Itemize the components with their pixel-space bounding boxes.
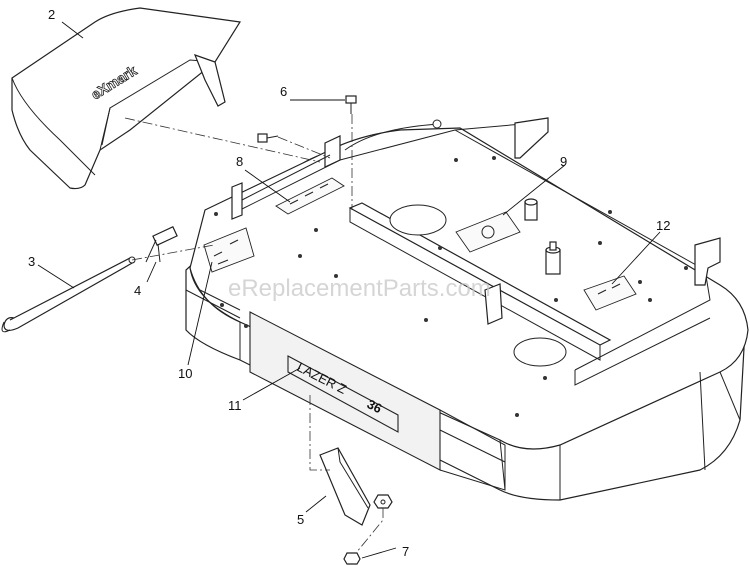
callout-8: 8 — [236, 154, 243, 169]
leader-lines — [37, 21, 661, 559]
callout-6: 6 — [280, 84, 287, 99]
callout-4: 4 — [134, 283, 141, 298]
callout-3: 3 — [28, 254, 35, 269]
discharge-chute: eXmark — [11, 7, 241, 190]
decal-8 — [275, 177, 345, 215]
decal-9 — [455, 211, 521, 253]
deflector-bracket — [319, 447, 371, 526]
chute-rod — [1, 256, 136, 333]
decal-12 — [583, 275, 637, 311]
hex-nut-upper — [373, 494, 393, 509]
alignment-lines — [124, 114, 384, 554]
decal-10 — [203, 227, 255, 273]
callout-9: 9 — [560, 154, 567, 169]
bolt-lower — [257, 133, 279, 143]
hex-nut-lower — [343, 552, 361, 565]
callout-labels: 2 3 4 5 6 7 8 9 10 11 12 — [28, 7, 670, 559]
callout-10: 10 — [178, 366, 192, 381]
callout-5: 5 — [297, 512, 304, 527]
callout-12: 12 — [656, 218, 670, 233]
callout-11: 11 — [228, 398, 242, 413]
torsion-spring — [145, 226, 178, 263]
callout-2: 2 — [48, 7, 55, 22]
spindle-post-left — [524, 198, 538, 221]
watermark-text: eReplacementParts.com — [228, 275, 491, 302]
callout-7: 7 — [402, 544, 409, 559]
bolt-upper — [345, 95, 357, 114]
deck-size-text: 36 — [365, 396, 385, 416]
mower-deck — [185, 117, 749, 501]
spindle-post-right — [545, 241, 561, 275]
